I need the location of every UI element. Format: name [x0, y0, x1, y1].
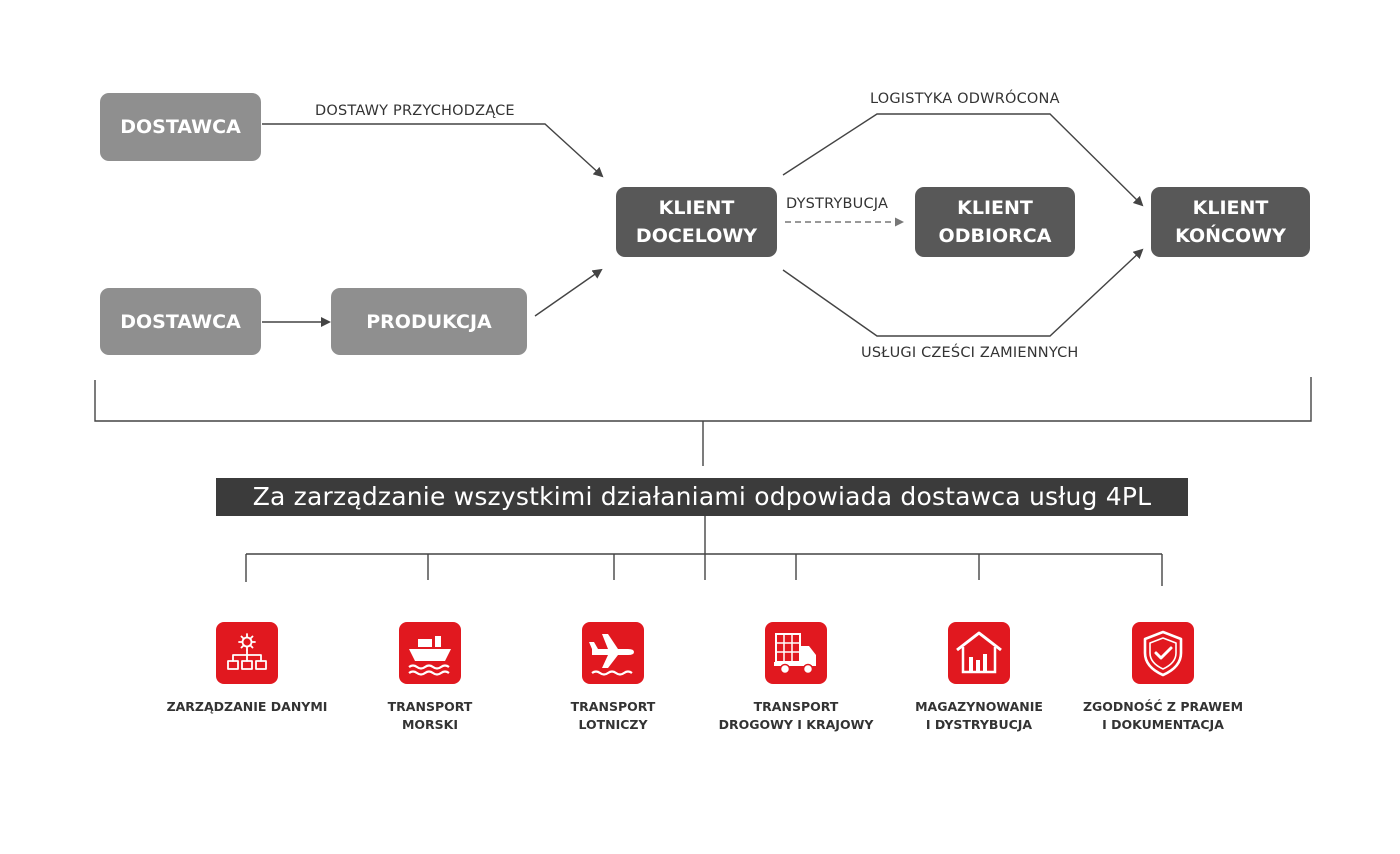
- airplane-icon: [582, 622, 644, 684]
- service-label: ZGODNOŚĆ Z PRAWEM I DOKUMENTACJA: [1082, 699, 1244, 732]
- inbound-arrow: [262, 123, 604, 178]
- reverse-logistics-label: LOGISTYKA ODWRÓCONA: [870, 91, 1060, 107]
- service-label: MAGAZYNOWANIE I DYSTRYBUCJA: [915, 699, 1043, 732]
- target-client-node: KLIENT DOCELOWY: [616, 187, 777, 257]
- service-label: TRANSPORT LOTNICZY: [570, 699, 656, 732]
- end-client-node: KLIENT KOŃCOWY: [1151, 187, 1310, 257]
- top-bracket: [94, 377, 1312, 422]
- inbound-label: DOSTAWY PRZYCHODZĄCE: [315, 103, 515, 119]
- ship-icon: [399, 622, 461, 684]
- spare-parts-arrow: [782, 248, 1144, 337]
- service-label: TRANSPORT DROGOWY I KRAJOWY: [718, 699, 874, 732]
- supplier-node-bottom: DOSTAWCA: [100, 288, 261, 355]
- spare-parts-label: USŁUGI CZEŚCI ZAMIENNYCH: [861, 345, 1079, 361]
- truck-icon: [765, 622, 827, 684]
- service-label: ZARZĄDZANIE DANYMI: [166, 699, 328, 714]
- receiving-client-node: KLIENT ODBIORCA: [915, 187, 1075, 257]
- service-label: TRANSPORT MORSKI: [387, 699, 473, 732]
- supplier-node-top: DOSTAWCA: [100, 93, 261, 161]
- shield-check-icon: [1132, 622, 1194, 684]
- data-management-icon: [216, 622, 278, 684]
- distribution-label: DYSTRYBUCJA: [786, 196, 889, 212]
- reverse-logistics-arrow: [782, 113, 1144, 207]
- warehouse-icon: [948, 622, 1010, 684]
- production-node: PRODUKCJA: [331, 288, 527, 355]
- 4pl-banner: Za zarządzanie wszystkimi działaniami od…: [216, 478, 1188, 516]
- production-to-client-arrow: [534, 268, 603, 317]
